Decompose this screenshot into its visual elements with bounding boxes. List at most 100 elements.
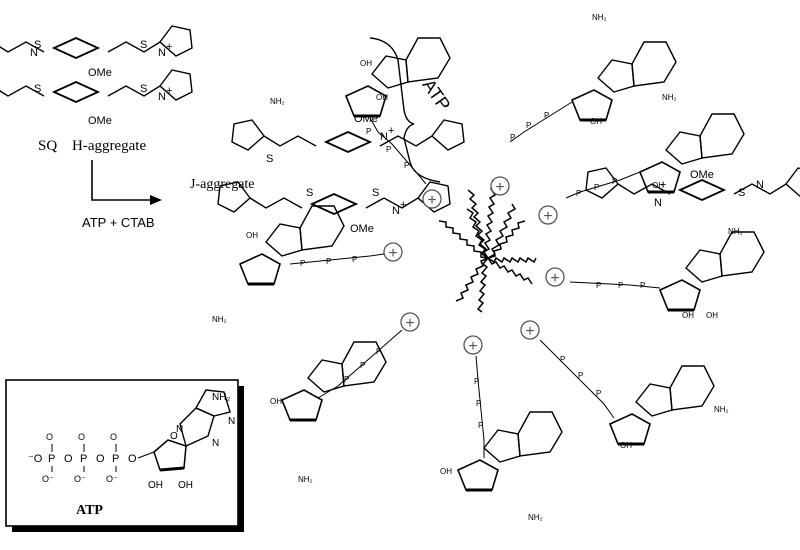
hydroxyl-group: OH xyxy=(178,480,193,491)
atom-o: O xyxy=(64,453,73,465)
methoxy-group: OMe xyxy=(350,223,374,235)
atp-molecule: P P P NH₂ OH OH xyxy=(270,36,452,185)
alkyl-tail xyxy=(487,203,517,259)
atom-p: P xyxy=(594,183,599,192)
atom-p: P xyxy=(478,421,483,430)
svg-text:+: + xyxy=(405,315,414,332)
amino-group: NH₂ xyxy=(212,315,227,324)
amino-group: NH₂ xyxy=(592,13,607,22)
atom-s: S xyxy=(140,83,147,95)
atom-o: O xyxy=(96,453,105,465)
svg-text:+: + xyxy=(525,323,534,340)
atom-n-plus: N xyxy=(158,91,166,103)
hydroxyl-group: OH xyxy=(246,231,258,240)
alkyl-tail xyxy=(476,257,489,313)
svg-text:+: + xyxy=(468,338,477,355)
headgroup-plus-2: + xyxy=(490,176,510,196)
reaction-arrow: ATP + CTAB xyxy=(82,160,162,230)
atom-n-plus: N xyxy=(392,205,400,217)
atom-p: P xyxy=(404,161,409,170)
amino-group: NH₂ xyxy=(662,93,677,102)
atom-p: P xyxy=(576,189,581,198)
atom-o-minus: ⁻O xyxy=(28,453,43,465)
label-j-aggregate: J-aggregate xyxy=(190,177,255,192)
atom-n: N xyxy=(228,416,235,427)
squaraine-dye-j-lower: S S N + OMe xyxy=(217,181,451,235)
alkyl-tail xyxy=(487,220,526,259)
alkyl-tail xyxy=(467,189,489,259)
svg-text:+: + xyxy=(388,245,397,262)
atom-p: P xyxy=(612,177,617,186)
atom-o-minus: O⁻ xyxy=(42,474,54,484)
hydroxyl-group: OH xyxy=(270,397,282,406)
headgroup-plus-5: + xyxy=(520,320,540,340)
headgroup-plus-3: + xyxy=(538,205,558,225)
atom-n-plus: N xyxy=(654,197,662,209)
atp-molecule: P P P NH₂ OH xyxy=(212,204,385,324)
amino-group: NH₂ xyxy=(298,475,313,484)
atom-s: S xyxy=(372,187,379,199)
hydroxyl-group: OH xyxy=(590,117,602,126)
atom-p: P xyxy=(112,453,119,465)
label-atp-bracket: ATP xyxy=(419,75,455,114)
atom-p: P xyxy=(544,111,549,120)
atp-molecule: P P P NH₂ OH xyxy=(565,93,746,199)
amino-group: NH₂ xyxy=(270,97,285,106)
amino-group: NH₂ xyxy=(728,227,743,236)
hydroxyl-group: OH xyxy=(682,311,694,320)
atom-p: P xyxy=(386,145,391,154)
atom-p: P xyxy=(596,281,601,290)
charge-plus: + xyxy=(388,125,394,137)
atom-o-minus: O⁻ xyxy=(74,474,86,484)
atom-n: N xyxy=(30,47,38,59)
amino-group: NH₂ xyxy=(714,405,729,414)
atom-p: P xyxy=(80,453,87,465)
svg-text:+: + xyxy=(495,179,504,196)
alkyl-tail xyxy=(487,257,533,285)
alkyl-tail xyxy=(455,257,489,302)
inset-adenosine: O OH OH NH₂ N N N xyxy=(137,389,235,491)
amino-group: NH₂ xyxy=(212,392,230,403)
atom-o-minus: O⁻ xyxy=(106,474,118,484)
amino-group: NH₂ xyxy=(528,513,543,522)
atom-p: P xyxy=(578,371,583,380)
atom-s: S xyxy=(140,39,147,51)
alkyl-tail xyxy=(482,179,498,259)
atom-o: O xyxy=(46,432,53,442)
atp-molecule: P P P NH₂ OH xyxy=(509,13,678,143)
hydroxyl-group: OH xyxy=(706,311,718,320)
atom-p: P xyxy=(352,255,357,264)
atom-o: O xyxy=(170,431,178,442)
alkyl-tail xyxy=(466,208,489,259)
atp-molecule: P P P NH₂ OH xyxy=(270,329,403,484)
atom-p: P xyxy=(376,347,381,356)
atom-n: N xyxy=(756,179,764,191)
atom-s: S xyxy=(738,187,745,199)
headgroup-plus-8: + xyxy=(383,242,403,262)
atom-p: P xyxy=(474,377,479,386)
atp-structure-inset: ⁻O P O P O P O O⁻ O⁻ O⁻ O O O xyxy=(5,379,244,532)
label-sq: SQ xyxy=(38,138,57,154)
atom-s: S xyxy=(266,153,273,165)
methoxy-group: OMe xyxy=(88,67,112,79)
svg-text:+: + xyxy=(427,192,436,209)
svg-text:+: + xyxy=(543,208,552,225)
atom-p: P xyxy=(344,375,349,384)
hydroxyl-group: OH xyxy=(376,93,388,102)
atom-p: P xyxy=(366,127,371,136)
atom-n: N xyxy=(176,424,183,435)
hydroxyl-group: OH xyxy=(148,480,163,491)
atom-o: O xyxy=(110,432,117,442)
sq-h-aggregate: S S N N + OMe S S N + OMe SQ H-aggregate xyxy=(0,25,193,154)
atp-molecule: P P P NH₂ OH xyxy=(440,355,564,522)
atp-molecule: P P P NH₂ OH xyxy=(539,339,729,450)
charge-plus: + xyxy=(166,41,172,53)
cationic-headgroups: + + + + + + + + xyxy=(383,176,565,355)
ctab-micelle xyxy=(438,179,537,313)
atom-s: S xyxy=(34,83,41,95)
inset-caption: ATP xyxy=(76,503,103,518)
squaraine-dye-j-upper: S N + OMe xyxy=(231,113,465,165)
charge-plus: + xyxy=(400,199,406,211)
alkyl-tail xyxy=(438,220,489,259)
